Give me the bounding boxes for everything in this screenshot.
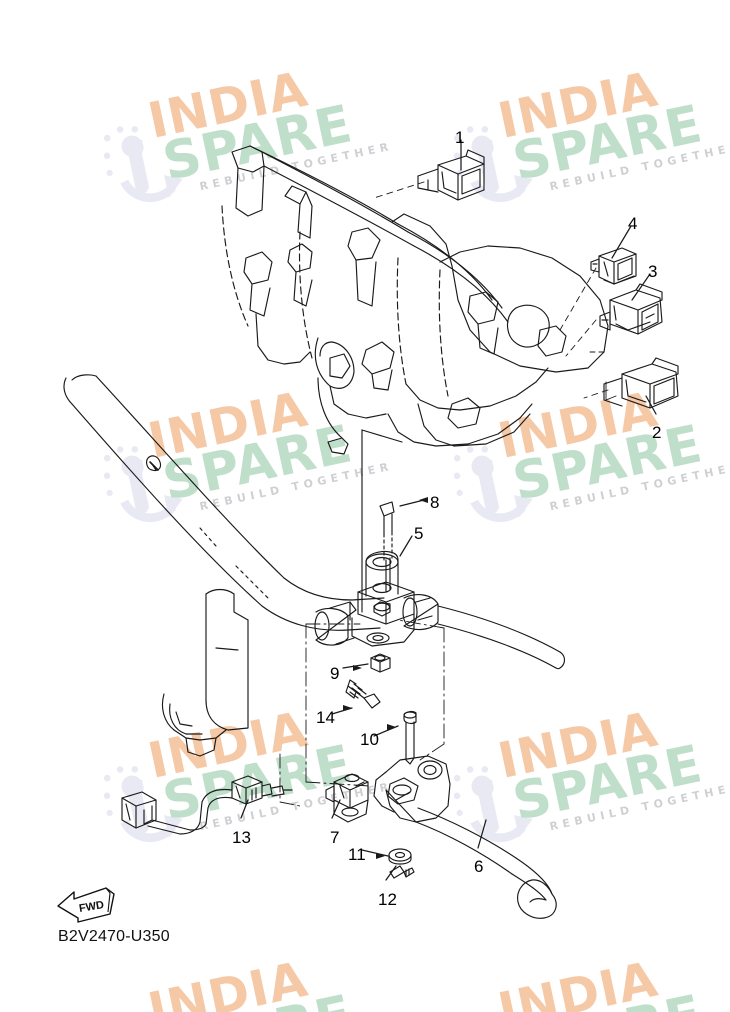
part-7-holder: [325, 773, 369, 823]
part-8-bolt: [379, 501, 395, 593]
fwd-direction-arrow: FWD: [57, 887, 115, 923]
handlebar-cover-frame: [221, 145, 609, 455]
callout-handlebar-switch-left: 3: [648, 262, 658, 281]
part-number-label: B2V2470-U350: [58, 928, 170, 945]
handlebar: [63, 374, 385, 631]
assembly-guide-lines: [373, 181, 617, 401]
callout-hazard-switch: 2: [652, 423, 662, 442]
callout-mirror-boss: 5: [414, 524, 424, 543]
callout-nut: 9: [330, 664, 340, 683]
callout-bolt-flange: 14: [316, 708, 335, 727]
brake-lever-bracket: [373, 755, 557, 919]
callout-bolt-long: 8: [430, 493, 440, 512]
cover-to-bar-connector: [361, 429, 403, 613]
callout-pivot-bolt: 10: [360, 730, 379, 749]
part-12-screw: [389, 865, 415, 879]
part-1-switch: [417, 149, 485, 201]
callout-switch-bracket: 4: [628, 214, 638, 233]
part-2-switch: [603, 357, 679, 409]
callout-handlebar-switch-right: 1: [455, 128, 465, 147]
callout-clutch-cable-holder: 7: [330, 828, 340, 847]
callout-screw-small: 12: [378, 890, 397, 909]
callout-brake-light-switch: 13: [232, 828, 251, 847]
part-10-bolt: [403, 711, 417, 765]
part-4-bracket: [590, 247, 637, 285]
group-boundary-boxes: [279, 619, 445, 807]
part-3-switch: [599, 283, 663, 335]
part-11-washer: [388, 848, 412, 865]
part-13-brake-switch: [121, 775, 293, 835]
part-9-nut: [370, 653, 391, 673]
fork-stem: [161, 588, 249, 757]
fwd-label: FWD: [78, 899, 105, 915]
callout-leader-lines: [240, 139, 657, 881]
handlebar-holder-upper: [314, 550, 439, 647]
handlebar-grip: [437, 605, 566, 670]
part-14-bolt: [345, 679, 381, 709]
callout-washer: 11: [348, 845, 366, 864]
callout-brake-lever: 6: [474, 857, 484, 876]
